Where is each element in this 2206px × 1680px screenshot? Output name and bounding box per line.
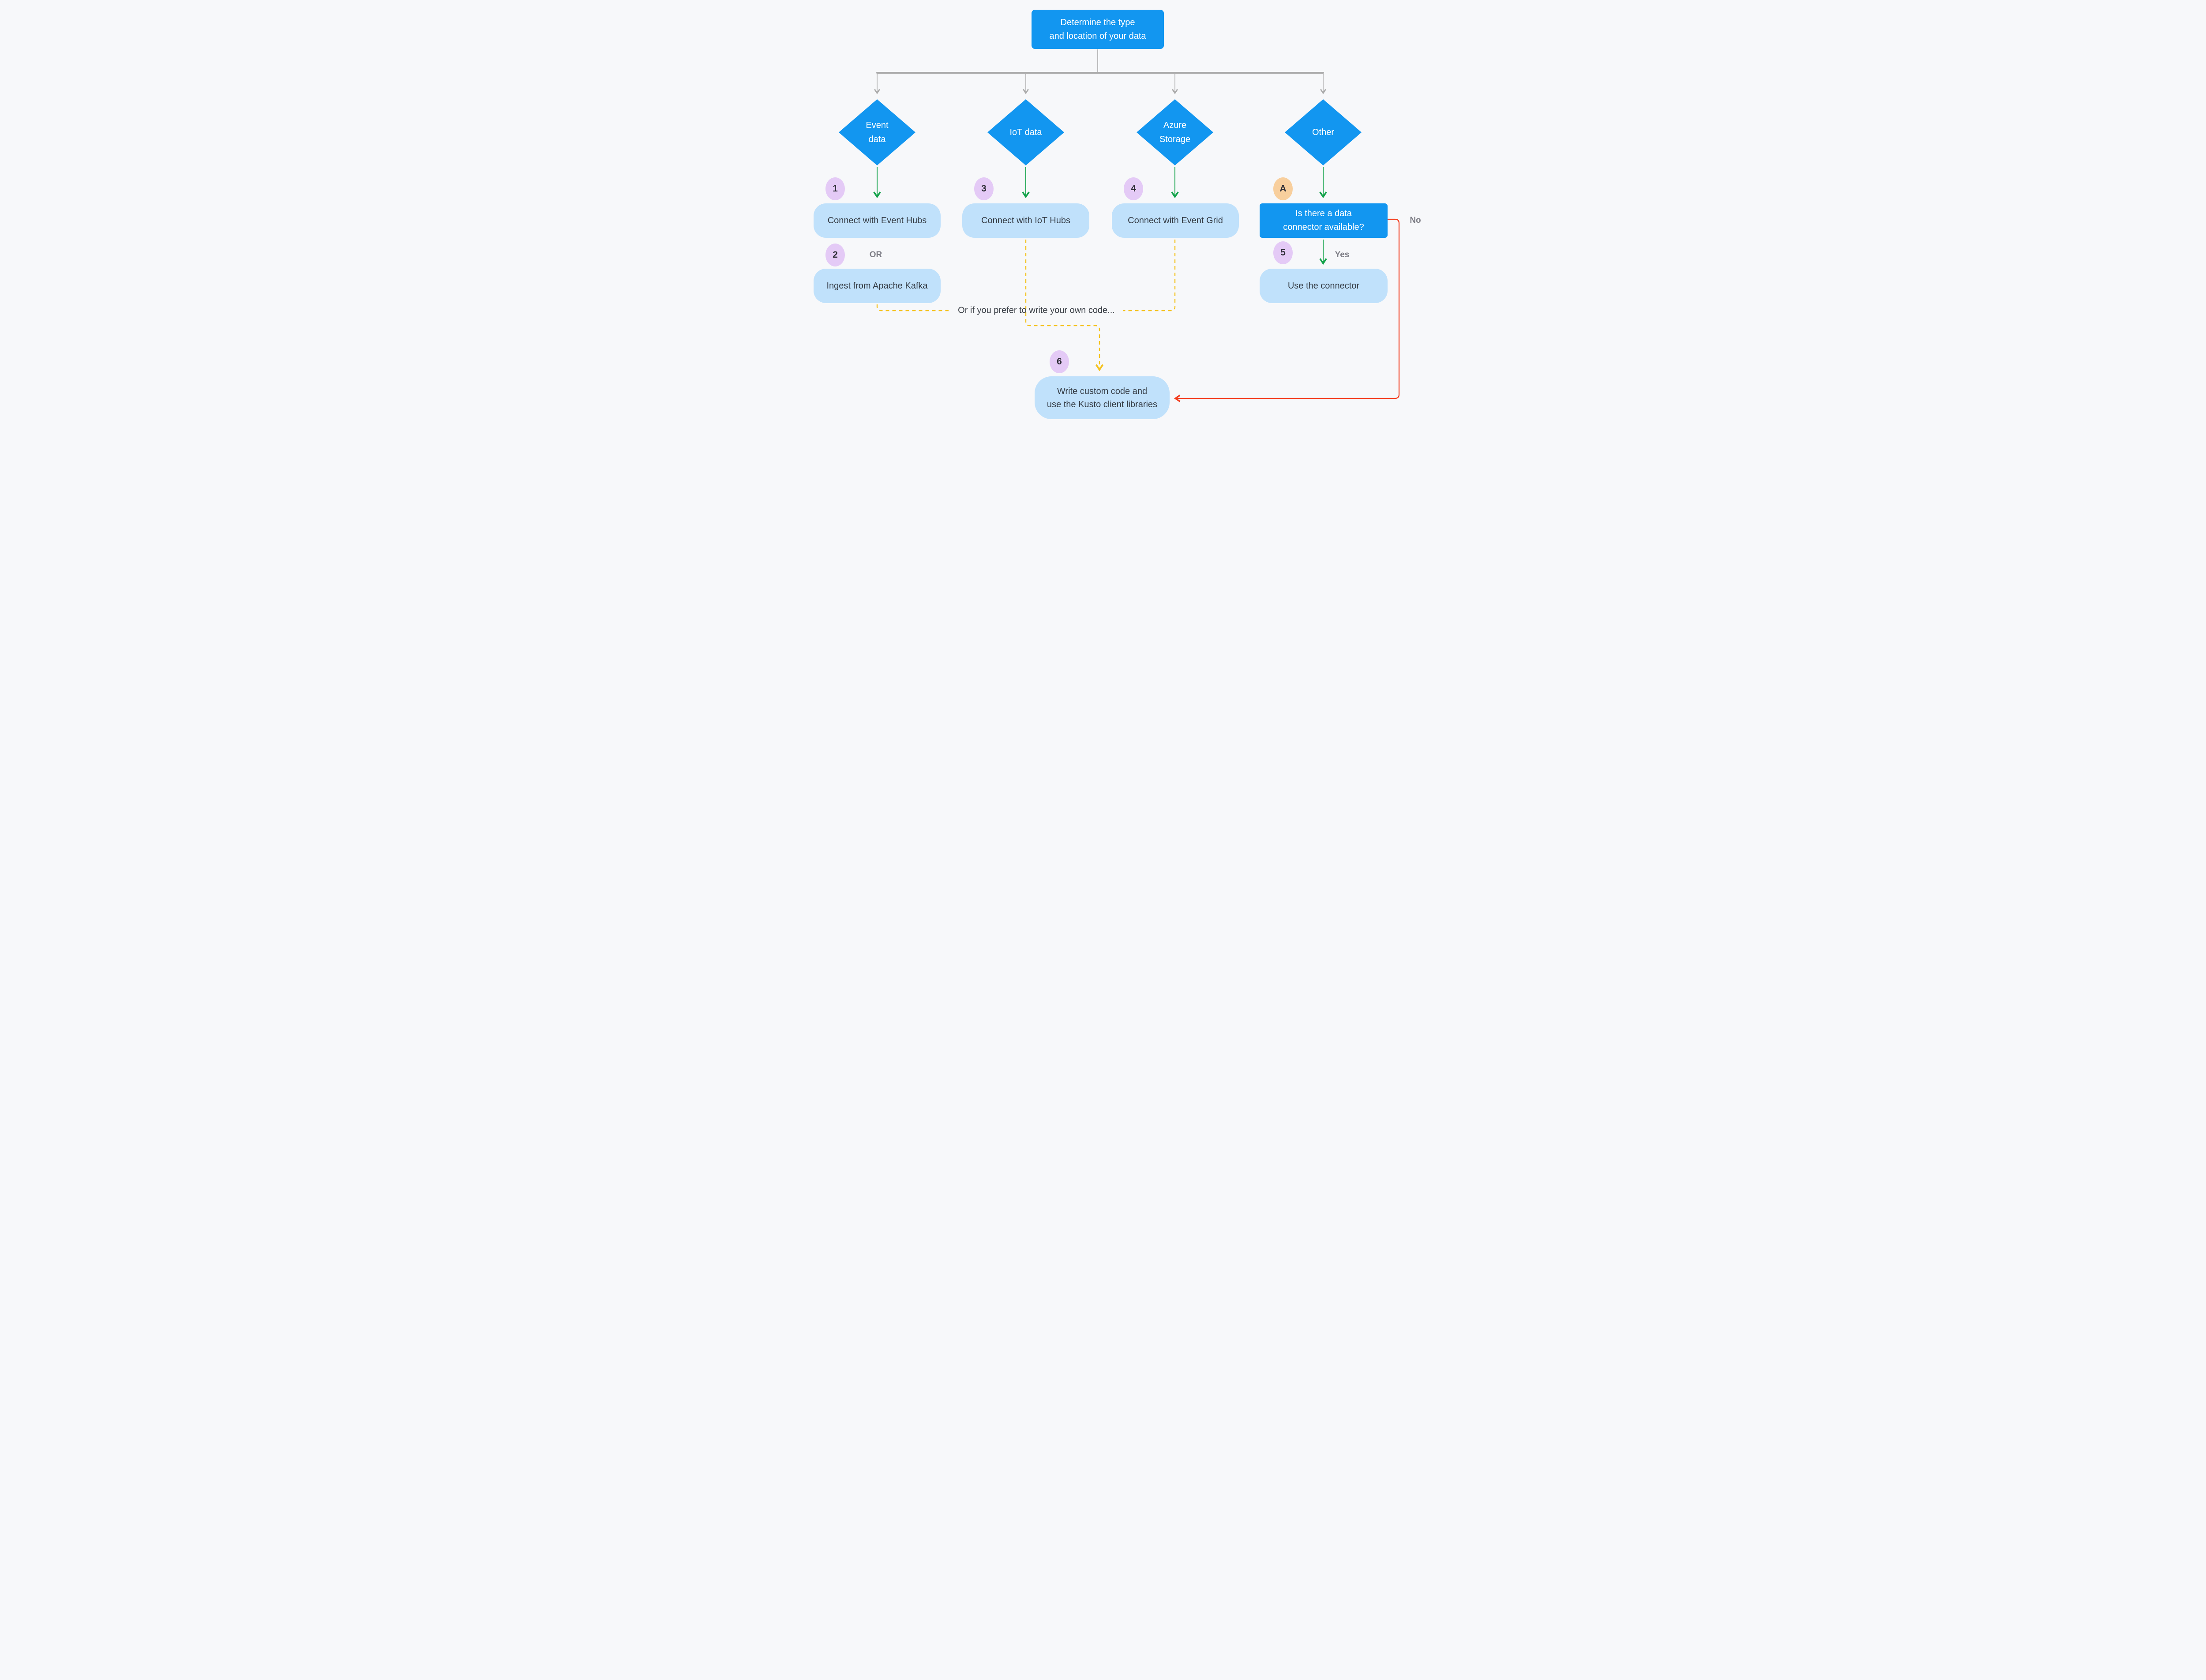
step-connect-event-grid-label: Connect with Event Grid	[1128, 216, 1223, 225]
step-connect-event-hubs: Connect with Event Hubs	[814, 203, 941, 238]
diamond-other: Other	[1285, 99, 1362, 165]
diamond-azure-storage: Azure Storage	[1137, 99, 1213, 165]
dashed-kafka-to-note	[876, 304, 949, 311]
dashed-eventgrid-to-note	[1123, 240, 1176, 311]
or-label: OR	[869, 250, 882, 259]
step-connect-iot-hubs-label: Connect with IoT Hubs	[981, 216, 1070, 225]
diamond-azure-storage-label: Azure Storage	[1159, 120, 1191, 144]
arrow-no-to-customcode	[1174, 218, 1400, 402]
diamond-event-data-label: Event data	[866, 120, 889, 144]
question-data-connector-label: Is there a data connector available?	[1283, 209, 1364, 232]
question-data-connector: Is there a data connector available?	[1260, 203, 1388, 238]
badge-step-4: 4	[1124, 177, 1143, 200]
step-ingest-apache-kafka: Ingest from Apache Kafka	[814, 269, 941, 303]
step-use-the-connector: Use the connector	[1260, 269, 1388, 303]
diamond-iot-data-label: IoT data	[1009, 128, 1042, 137]
step-write-custom-code: Write custom code and use the Kusto clie…	[1035, 376, 1170, 419]
badge-step-3: 3	[974, 177, 994, 200]
yes-label: Yes	[1335, 250, 1350, 259]
title-box-label: Determine the type and location of your …	[1049, 17, 1146, 41]
own-code-note: Or if you prefer to write your own code.…	[958, 305, 1115, 315]
badge-step-2: 2	[825, 244, 845, 266]
connectors-layer	[873, 49, 1400, 402]
badge-step-5: 5	[1273, 241, 1293, 264]
step-connect-iot-hubs: Connect with IoT Hubs	[962, 203, 1089, 238]
step-write-custom-code-label: Write custom code and use the Kusto clie…	[1047, 386, 1158, 409]
step-use-the-connector-label: Use the connector	[1287, 281, 1360, 291]
flowchart-canvas: Determine the type and location of your …	[768, 0, 1438, 420]
no-label: No	[1410, 216, 1421, 225]
badge-step-a: A	[1273, 177, 1293, 200]
diamond-other-label: Other	[1312, 128, 1335, 137]
diamond-event-data: Event data	[839, 99, 915, 165]
diamond-iot-data: IoT data	[987, 99, 1064, 165]
step-connect-event-hubs-label: Connect with Event Hubs	[827, 216, 927, 225]
badge-step-1: 1	[825, 177, 845, 200]
title-box: Determine the type and location of your …	[1032, 10, 1164, 49]
step-connect-event-grid: Connect with Event Grid	[1112, 203, 1239, 238]
badge-step-6: 6	[1050, 350, 1069, 373]
dashed-iothubs-to-customcode	[1025, 240, 1104, 371]
step-ingest-apache-kafka-label: Ingest from Apache Kafka	[826, 281, 928, 291]
